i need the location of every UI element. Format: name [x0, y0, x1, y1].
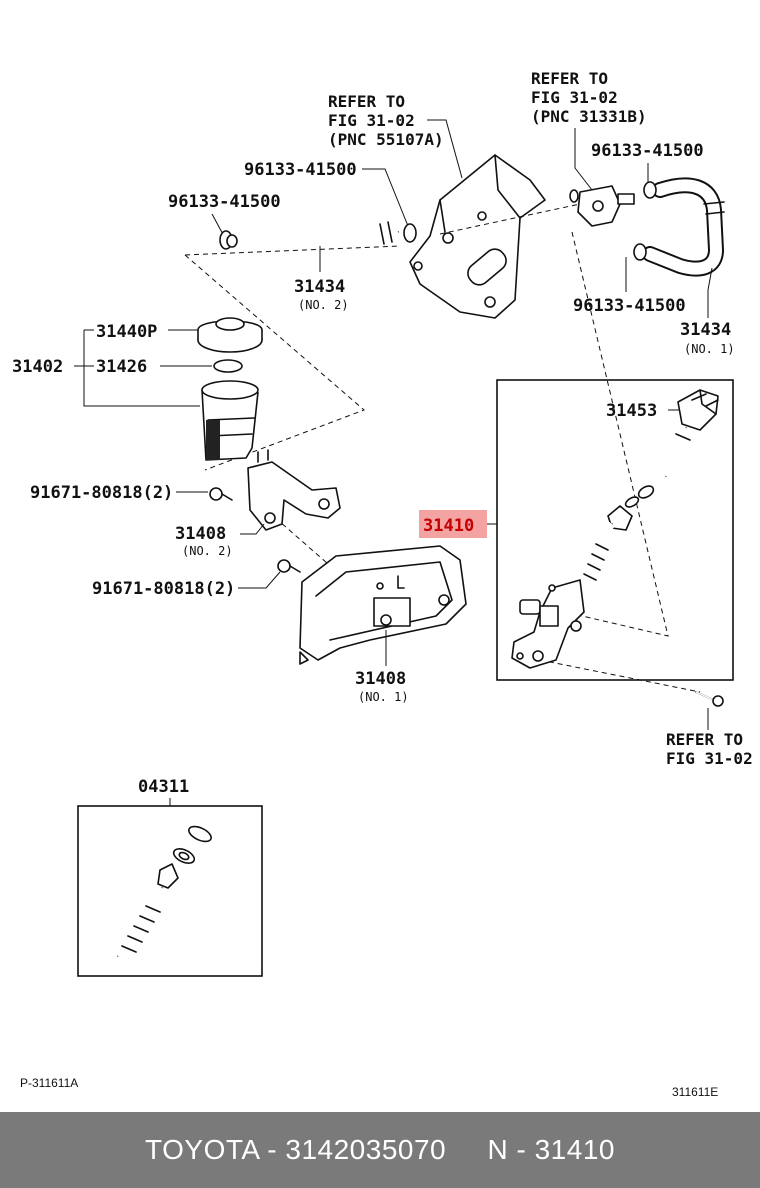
guide-line: [564, 231, 669, 637]
bolt-part-c: [695, 691, 724, 707]
bracket-no2-part: [247, 449, 341, 531]
label-hose-31434-no2: 31434: [294, 277, 345, 297]
label-bracket-31408-no2: 31408: [175, 524, 226, 544]
label-clip-96133-lower-right: 96133-41500: [573, 296, 686, 316]
leader-bracket: [74, 329, 200, 407]
label-kit-04311: 04311: [138, 777, 189, 797]
label-reservoir-31402: 31402: [12, 357, 63, 377]
label-bracket-no1-sub: (NO. 1): [358, 690, 409, 704]
label-gasket-31426: 31426: [96, 357, 147, 377]
snap-ring-part: [624, 485, 655, 508]
svg-text:REFER TO: REFER TO: [328, 92, 405, 111]
refer-note-fig-31-02: REFER TO FIG 31-02: [666, 730, 753, 768]
leader-line: [238, 571, 281, 589]
hose-no1-part: [633, 177, 725, 277]
label-hose-no1-sub: (NO. 1): [684, 342, 735, 356]
label-clip-96133-center: 96133-41500: [244, 160, 357, 180]
parts-diagram: REFER TO FIG 31-02 (PNC 55107A) REFER TO…: [12, 69, 753, 1099]
push-rod-clevis-part: [664, 389, 719, 477]
leader-line: [362, 168, 409, 227]
page-code: P-311611A: [20, 1076, 78, 1090]
master-cylinder-box: [496, 379, 734, 681]
label-bolt-91671-b: 91671-80818(2): [92, 579, 235, 599]
svg-text:REFER TO: REFER TO: [531, 69, 608, 88]
cylinder-boot-part: [577, 505, 633, 583]
mounting-bracket-part: [409, 154, 546, 319]
leader-line: [707, 267, 713, 318]
guide-line: [184, 245, 401, 256]
label-bracket-31408-no1: 31408: [355, 669, 406, 689]
bracket-no1-part: [299, 545, 467, 665]
svg-text:REFER TO: REFER TO: [666, 730, 743, 749]
svg-text:FIG 31-02: FIG 31-02: [666, 749, 753, 768]
highlight-box: [419, 510, 487, 538]
label-hose-31434-no1: 31434: [680, 320, 731, 340]
pipe-fitting-part: [569, 185, 635, 227]
label-bracket-no2-sub: (NO. 2): [182, 544, 233, 558]
hose-no2-part: [219, 221, 417, 250]
refer-note-pnc-31331b: REFER TO FIG 31-02 (PNC 31331B): [531, 69, 647, 126]
guide-line: [439, 203, 581, 235]
master-cylinder-body-part: [511, 579, 585, 669]
leader-line: [427, 119, 463, 179]
guide-line: [539, 659, 701, 693]
bolt-part-b: [277, 559, 301, 573]
leader-line: [240, 523, 265, 535]
label-master-cylinder-31410[interactable]: 31410: [423, 516, 474, 536]
bolt-part-a: [209, 487, 233, 501]
figure-code: 311611E: [672, 1085, 718, 1099]
svg-text:(PNC 31331B): (PNC 31331B): [531, 107, 647, 126]
label-clip-96133-right: 96133-41500: [591, 141, 704, 161]
repair-kit-box: [77, 805, 263, 977]
svg-text:FIG 31-02: FIG 31-02: [531, 88, 618, 107]
label-hose-no2-sub: (NO. 2): [298, 298, 349, 312]
svg-text:FIG 31-02: FIG 31-02: [328, 111, 415, 130]
label-push-rod-31453: 31453: [606, 401, 657, 421]
leader-line: [574, 128, 593, 191]
repair-kit-part: [114, 825, 212, 959]
label-cap-31440p: 31440P: [96, 322, 157, 342]
guide-line: [184, 254, 365, 471]
label-bolt-91671-a: 91671-80818(2): [30, 483, 173, 503]
footer-bar: TOYOTA - 3142035070 N - 31410: [0, 1112, 760, 1188]
reservoir-tank-part: [201, 380, 259, 461]
gasket-part: [213, 359, 243, 373]
footer-part-number: TOYOTA - 3142035070 N - 31410: [145, 1134, 615, 1165]
reservoir-cap-part: [197, 317, 263, 353]
refer-note-pnc-55107a: REFER TO FIG 31-02 (PNC 55107A): [328, 92, 444, 149]
label-clip-96133-left: 96133-41500: [168, 192, 281, 212]
svg-text:(PNC 55107A): (PNC 55107A): [328, 130, 444, 149]
